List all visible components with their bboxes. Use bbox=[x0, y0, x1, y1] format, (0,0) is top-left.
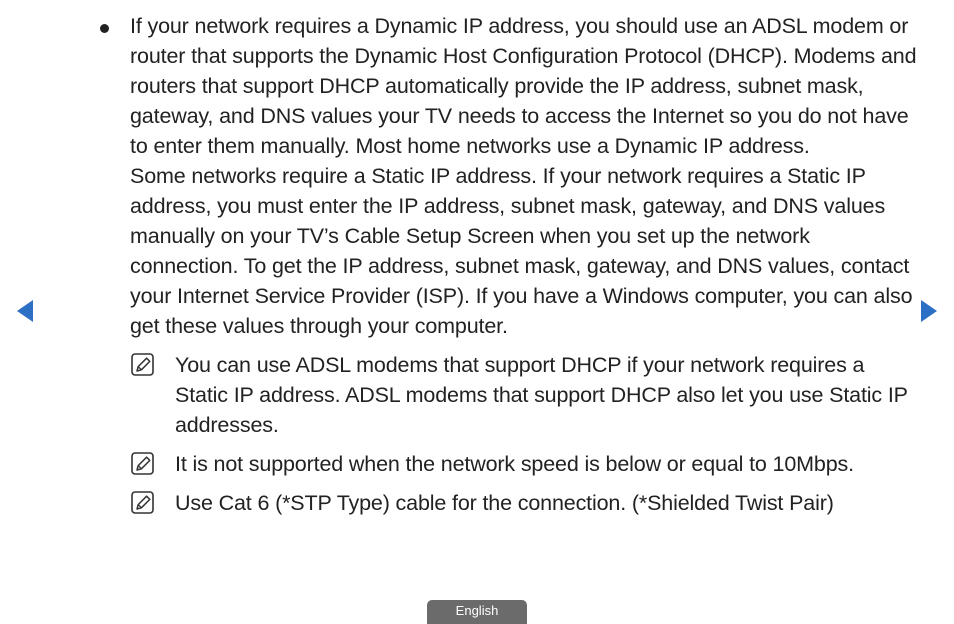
note-item: It is not supported when the network spe… bbox=[130, 449, 918, 479]
language-tab[interactable]: English bbox=[427, 600, 527, 624]
next-page-arrow-icon[interactable] bbox=[921, 300, 937, 322]
paragraph-static-ip: Some networks require a Static IP addres… bbox=[130, 164, 913, 338]
notes-list: You can use ADSL modems that support DHC… bbox=[130, 350, 918, 518]
note-text: Use Cat 6 (*STP Type) cable for the conn… bbox=[175, 491, 834, 515]
note-text: You can use ADSL modems that support DHC… bbox=[175, 353, 908, 437]
previous-page-arrow-icon[interactable] bbox=[17, 300, 33, 322]
bullet-dot-icon bbox=[100, 24, 109, 33]
note-item: Use Cat 6 (*STP Type) cable for the conn… bbox=[130, 488, 918, 518]
note-icon bbox=[131, 452, 154, 475]
note-text: It is not supported when the network spe… bbox=[175, 452, 854, 476]
paragraph-dynamic-ip: If your network requires a Dynamic IP ad… bbox=[130, 14, 917, 158]
bullet-marker bbox=[98, 11, 130, 41]
bullet-body: If your network requires a Dynamic IP ad… bbox=[130, 11, 918, 527]
bullet-item: If your network requires a Dynamic IP ad… bbox=[98, 11, 918, 527]
page-content: If your network requires a Dynamic IP ad… bbox=[98, 11, 918, 527]
note-item: You can use ADSL modems that support DHC… bbox=[130, 350, 918, 440]
note-icon bbox=[131, 353, 154, 376]
note-icon bbox=[131, 491, 154, 514]
